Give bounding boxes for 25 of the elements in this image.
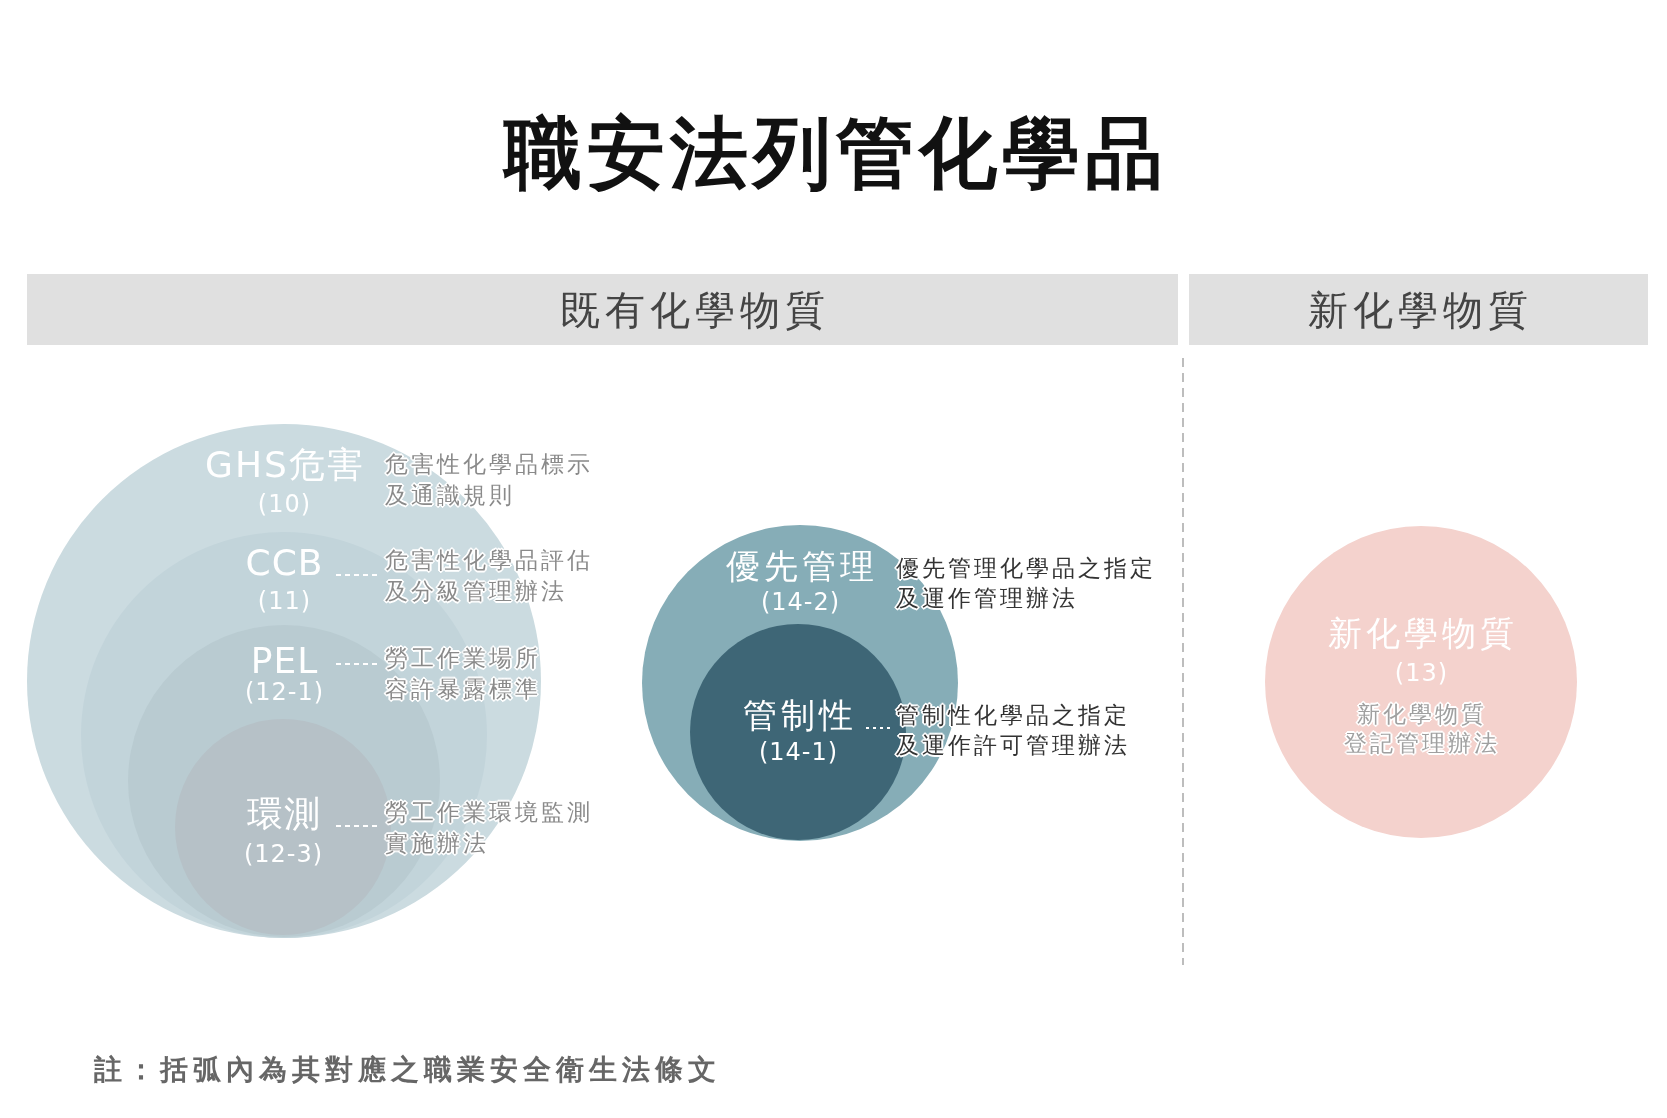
- category-name: 管制性: [742, 695, 857, 736]
- article-number: (11): [256, 587, 312, 616]
- regulation-name: 勞工作業環境監測實施辦法: [377, 797, 597, 859]
- diagram-title: 職安法列管化學品: [501, 107, 1168, 200]
- regulation-name: 危害性化學品評估及分級管理辦法: [377, 545, 597, 607]
- category-name: PEL: [249, 639, 319, 681]
- article-number: (12-3): [242, 840, 324, 869]
- article-number: (14-1): [757, 738, 839, 767]
- category-name: 環測: [245, 792, 321, 836]
- dotted-leader: [865, 727, 891, 729]
- article-number: (12-1): [243, 678, 325, 707]
- section-heading: 新化學物質: [1307, 285, 1533, 334]
- category-name: CCB: [244, 541, 324, 585]
- regulation-name: 勞工作業場所容許暴露標準: [377, 643, 545, 705]
- footnote: 註：括弧內為其對應之職業安全衛生法條文: [94, 1053, 721, 1087]
- section-header-band: [27, 274, 1178, 345]
- regulation-name: 危害性化學品標示及通識規則: [385, 450, 594, 510]
- dotted-leader: [335, 825, 378, 827]
- dotted-leader: [335, 574, 378, 576]
- dotted-leader: [335, 663, 378, 665]
- regulation-name: 新化學物質登記管理辦法: [1344, 700, 1501, 758]
- section-heading: 既有化學物質: [558, 285, 830, 334]
- article-number: (14-2): [759, 588, 841, 617]
- section-header-band: [1189, 274, 1648, 345]
- category-name: 優先管理: [725, 546, 878, 587]
